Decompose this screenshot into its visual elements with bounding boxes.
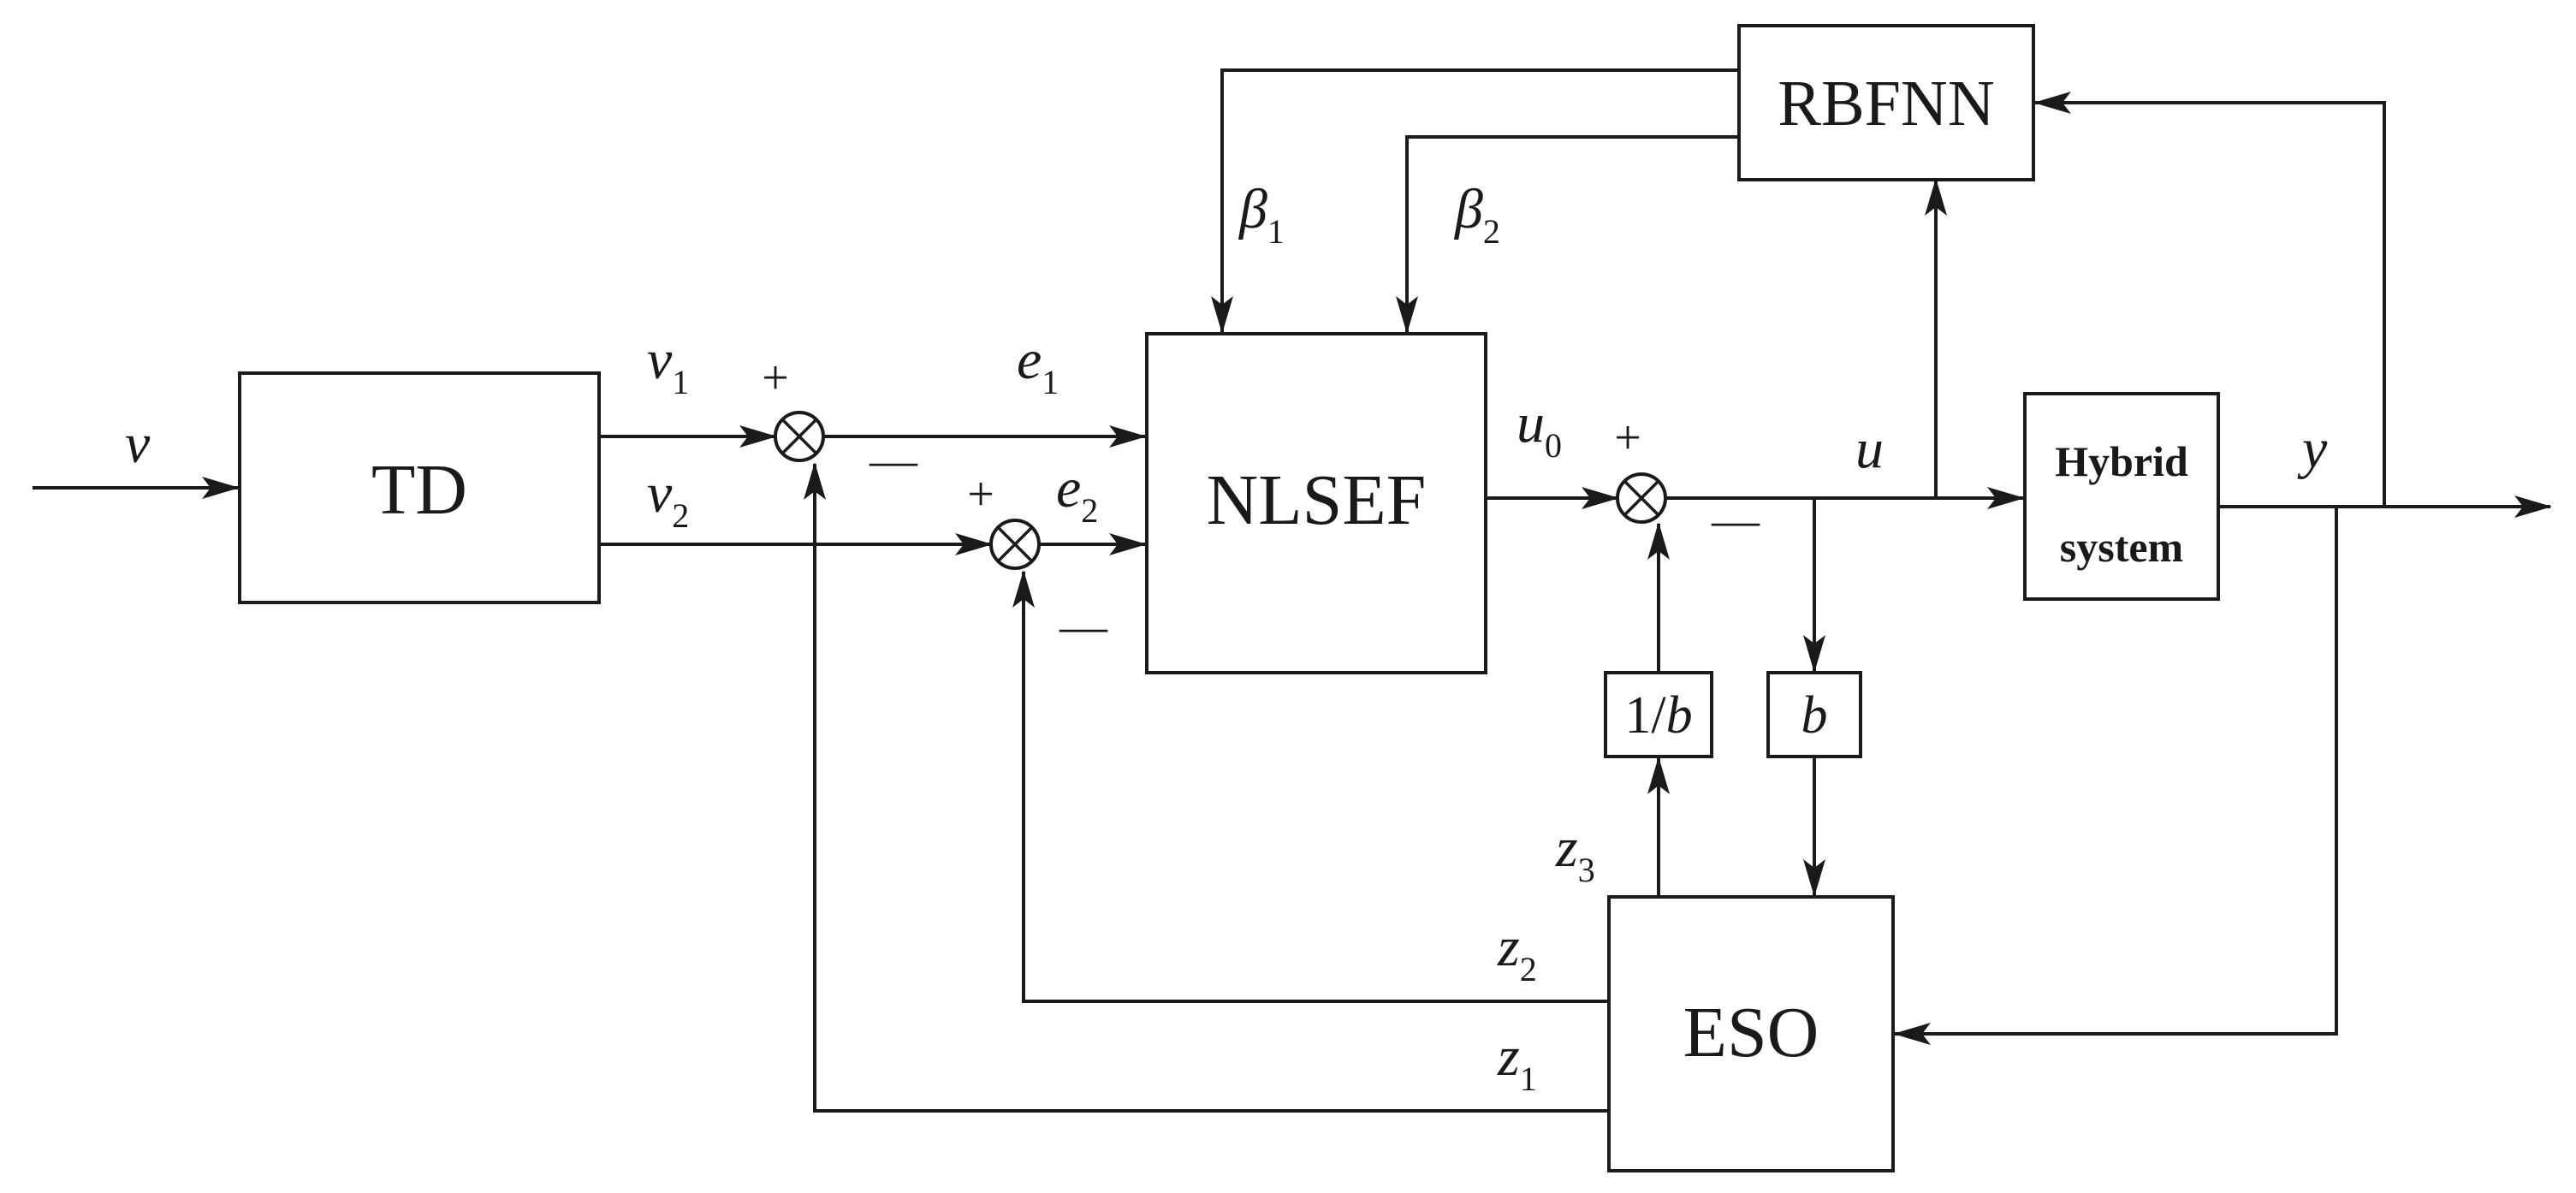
gain-b-label: b [1801,686,1828,745]
wire-y-to-eso [1893,507,2338,1045]
junction-signs: + — + — + — [762,352,1760,653]
block-rbfnn-label: RBFNN [1778,68,1994,139]
block-td: TD [238,371,601,604]
signal-y-label: y [2297,418,2328,480]
block-rbfnn: RBFNN [1737,24,2035,181]
signal-u0-label: u0 [1517,392,1562,465]
sum-junction-2 [989,519,1041,570]
block-hybrid-system: Hybrid system [2023,392,2220,601]
block-hybrid-label-line1: Hybrid [2055,437,2188,485]
block-nlsef-label: NLSEF [1207,460,1427,540]
block-eso-label: ESO [1683,993,1819,1072]
signal-beta2-label: β2 [1453,178,1500,251]
block-td-label: TD [371,450,467,530]
signal-v-label: v [125,413,151,475]
sum1-plus-sign: + [762,352,789,405]
wire-y-to-rbfnn [2033,92,2386,507]
block-gain-inv-b: 1/b [1604,671,1713,758]
signal-z3-label: z3 [1555,816,1595,889]
block-gain-b: b [1766,671,1862,758]
sum3-minus-sign: — [1711,494,1760,547]
wire-beta2 [1396,135,1739,334]
signal-wires [33,68,2552,1113]
gain-inv-b-label: 1/b [1624,686,1692,745]
sum3-plus-sign: + [1614,412,1641,465]
signal-beta1-label: β1 [1238,178,1285,251]
signal-v1-label: v1 [647,329,689,401]
sum2-minus-sign: — [1059,600,1108,653]
signal-u-label: u [1855,418,1884,480]
signal-labels: v v1 v2 e1 e2 u0 u y β1 β2 z3 z2 z1 [125,178,2328,1098]
signal-v2-label: v2 [647,462,689,535]
signal-z2-label: z2 [1497,916,1537,988]
block-hybrid-label-line2: system [2060,523,2183,571]
signal-z1-label: z1 [1497,1025,1537,1098]
wire-beta1 [1211,68,1739,334]
sum-junction-3 [1616,472,1667,524]
wire-z1-feedback [804,462,1609,1113]
sum-junction-1 [774,411,825,462]
sum2-plus-sign: + [967,468,994,521]
block-eso: ESO [1607,895,1895,1172]
signal-e2-label: e2 [1056,457,1098,530]
sum1-minus-sign: — [869,434,918,487]
signal-e1-label: e1 [1017,329,1059,401]
wire-z2-feedback [1012,570,1609,1003]
block-nlsef: NLSEF [1145,332,1487,674]
